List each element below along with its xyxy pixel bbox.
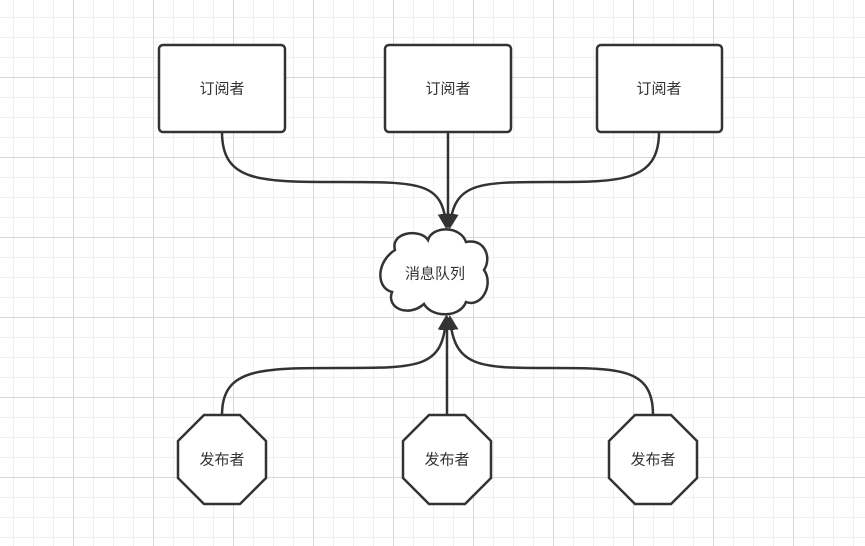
- edge-subscriber-1-to-queue: [220, 131, 453, 229]
- edge-publisher-1-to-queue: [220, 315, 453, 416]
- publisher-label: 发布者: [199, 451, 244, 469]
- subscriber-node-3[interactable]: 订阅者: [595, 43, 724, 134]
- publisher-label: 发布者: [630, 451, 675, 469]
- publisher-label: 发布者: [424, 451, 469, 469]
- cloud-shape: [379, 228, 489, 316]
- edge-publisher-3-to-queue: [443, 315, 655, 416]
- queue-label: 消息队列: [405, 265, 465, 283]
- subscriber-node-1[interactable]: 订阅者: [157, 43, 287, 134]
- subscriber-label: 订阅者: [199, 80, 244, 98]
- subscriber-label: 订阅者: [636, 80, 681, 98]
- publisher-node-2[interactable]: 发布者: [401, 413, 493, 506]
- subscriber-node-2[interactable]: 订阅者: [383, 43, 513, 134]
- subscriber-label: 订阅者: [425, 80, 470, 98]
- publisher-node-1[interactable]: 发布者: [176, 413, 268, 506]
- publisher-node-3[interactable]: 发布者: [607, 413, 699, 506]
- message-queue-node[interactable]: 消息队列: [379, 228, 489, 316]
- edge-subscriber-3-to-queue: [443, 131, 661, 229]
